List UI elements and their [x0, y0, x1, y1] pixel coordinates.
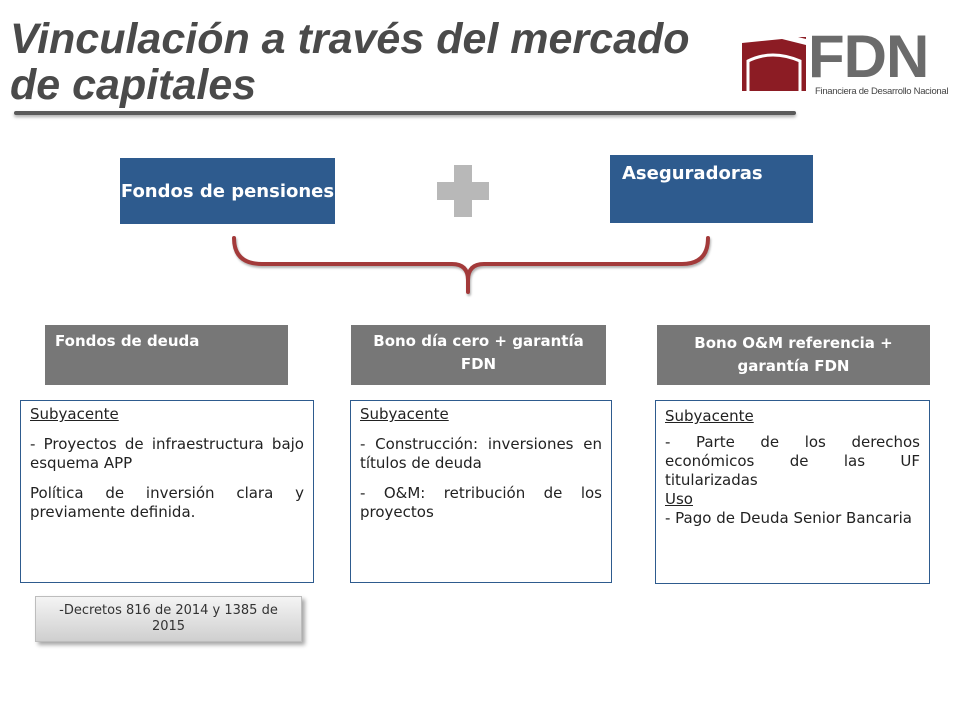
panel-fondos-deuda: Subyacente - Proyectos de infraestructur… — [20, 400, 314, 583]
panel-uso-heading: Uso — [665, 490, 693, 508]
fdn-logo-mark-icon — [742, 33, 806, 91]
fondos-deuda-box: Fondos de deuda — [45, 325, 288, 385]
panel-bono-dia-cero: Subyacente - Construcción: inversiones e… — [350, 400, 612, 583]
fdn-logo: FDN Financiera de Desarrollo Nacional — [742, 27, 949, 99]
fondos-pensiones-label: Fondos de pensiones — [120, 180, 335, 202]
title-line-1: Vinculación a través del mercado — [10, 15, 690, 63]
panel-item: - Parte de los derechos económicos de la… — [665, 433, 920, 489]
fdn-logo-text: FDN — [808, 23, 929, 90]
fondos-deuda-label: Fondos de deuda — [55, 332, 200, 350]
panel-item: - Construcción: inversiones en títulos d… — [360, 435, 602, 472]
bono-om-box: Bono O&M referencia + garantía FDN — [657, 325, 930, 385]
fondos-pensiones-box: Fondos de pensiones — [120, 158, 335, 224]
bono-dia-cero-box: Bono día cero + garantía FDN — [351, 325, 606, 385]
aseguradoras-label: Aseguradoras — [622, 163, 763, 184]
title-underline — [14, 111, 796, 115]
panel-heading: Subyacente — [665, 407, 754, 425]
bono-dia-cero-label: Bono día cero + garantía FDN — [373, 332, 584, 373]
panel-item: - Proyectos de infraestructura bajo esqu… — [30, 435, 304, 472]
title-line-2: de capitales — [10, 61, 257, 109]
bono-om-label: Bono O&M referencia + garantía FDN — [694, 334, 893, 375]
panel-item: - O&M: retribución de los proyectos — [360, 484, 602, 521]
panel-bono-om: Subyacente - Parte de los derechos econó… — [655, 400, 930, 584]
fdn-logo-subtitle: Financiera de Desarrollo Nacional — [815, 86, 949, 97]
panel-heading: Subyacente — [360, 405, 449, 423]
panel-item: Política de inversión clara y previament… — [30, 484, 304, 521]
aseguradoras-box: Aseguradoras — [610, 155, 813, 223]
decretos-note: -Decretos 816 de 2014 y 1385 de 2015 — [35, 596, 302, 642]
plus-icon — [437, 182, 489, 200]
slide-title: Vinculación a través del mercado de capi… — [10, 16, 750, 108]
curly-brace-icon — [232, 236, 710, 294]
decretos-text: -Decretos 816 de 2014 y 1385 de 2015 — [59, 603, 278, 634]
panel-heading: Subyacente — [30, 405, 119, 423]
panel-item: - Pago de Deuda Senior Bancaria — [665, 509, 912, 527]
